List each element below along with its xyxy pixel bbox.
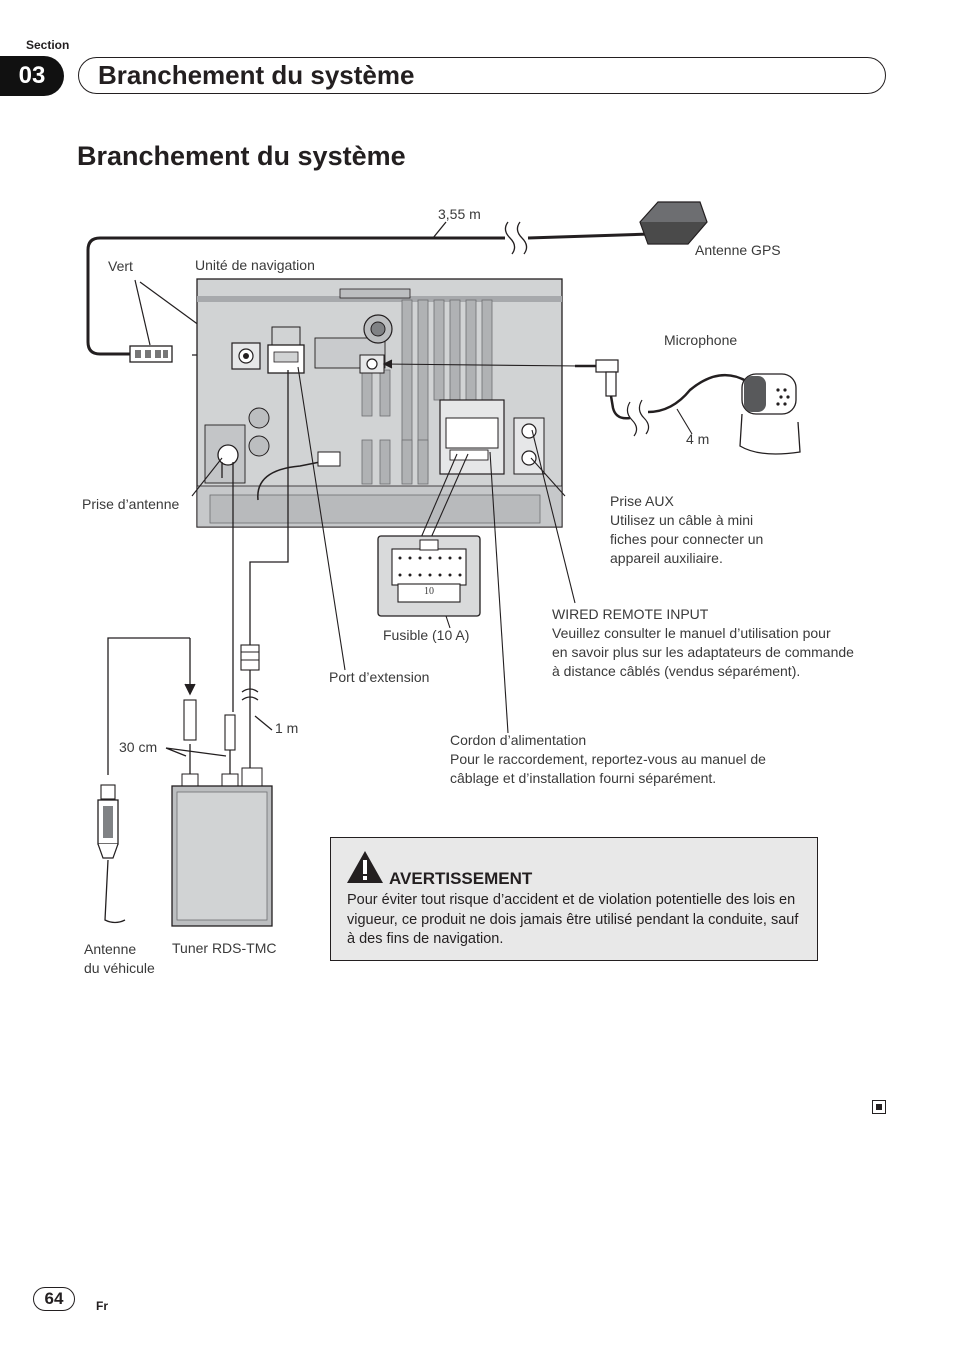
language-code: Fr xyxy=(96,1299,108,1313)
mic-cable-length-label: 4 m xyxy=(686,431,710,447)
power-cord-info: Cordon d’alimentation Pour le raccordeme… xyxy=(450,731,766,788)
navigation-unit-rear xyxy=(196,278,563,528)
power-cord-line: câblage et d’installation fourni séparém… xyxy=(450,770,717,786)
green-connector-icon xyxy=(129,345,173,363)
power-cord-title: Cordon d’alimentation xyxy=(450,732,587,748)
microphone-icon xyxy=(575,359,801,455)
warning-box xyxy=(330,837,818,961)
page-number: 64 xyxy=(33,1287,75,1311)
end-of-section-icon xyxy=(872,1100,886,1114)
vehicle-antenna-label: Antenne du véhicule xyxy=(84,940,155,978)
tuner-cable-length-label: 1 m xyxy=(275,720,299,736)
warning-triangle-icon xyxy=(347,851,383,883)
expansion-port-label: Port d’extension xyxy=(329,669,430,685)
gps-cable-length-label: 3,55 m xyxy=(438,206,481,222)
cable-30cm-label: 30 cm xyxy=(119,739,158,755)
section-number-badge: 03 xyxy=(0,56,64,96)
aux-jack-line: appareil auxiliaire. xyxy=(610,550,723,566)
wired-remote-line: en savoir plus sur les adaptateurs de co… xyxy=(552,644,854,660)
vehicle-antenna-line: Antenne xyxy=(84,941,137,957)
fuse-label: Fusible (10 A) xyxy=(383,627,470,643)
aux-jack-line: fiches pour connecter un xyxy=(610,531,764,547)
power-cord-line: Pour le raccordement, reportez-vous au m… xyxy=(450,751,766,767)
page-title: Branchement du système xyxy=(77,141,406,171)
green-label: Vert xyxy=(108,258,133,274)
wired-remote-info: WIRED REMOTE INPUT Veuillez consulter le… xyxy=(552,605,854,681)
section-title-bar xyxy=(78,57,886,94)
vehicle-antenna-line: du véhicule xyxy=(84,960,155,976)
section-label: Section xyxy=(26,38,70,52)
microphone-label: Microphone xyxy=(664,332,738,348)
section-title: Branchement du système xyxy=(98,60,415,90)
wired-remote-line: Veuillez consulter le manuel d’utilisati… xyxy=(552,625,831,641)
rds-tmc-tuner-box xyxy=(171,785,273,927)
gps-antenna-label: Antenne GPS xyxy=(695,242,781,258)
expansion-cable-plug xyxy=(240,644,260,671)
navigation-unit-label: Unité de navigation xyxy=(195,257,315,273)
rds-tmc-tuner-label: Tuner RDS-TMC xyxy=(172,940,277,956)
wired-remote-title: WIRED REMOTE INPUT xyxy=(552,606,709,622)
vehicle-antenna-plug xyxy=(97,784,119,859)
aux-jack-line: Utilisez un câble à mini xyxy=(610,512,754,528)
fuse-enlarged-view xyxy=(377,535,481,617)
fuse-number-label: 10 xyxy=(424,586,434,597)
wired-remote-line: à distance câblés (vendus séparément). xyxy=(552,663,801,679)
gps-antenna-icon xyxy=(639,201,708,245)
aux-jack-info: Prise AUX Utilisez un câble à mini fiche… xyxy=(610,492,763,568)
warning-text: Pour éviter tout risque d’accident et de… xyxy=(347,892,799,947)
warning-title: AVERTISSEMENT xyxy=(389,869,533,888)
antenna-jack-label: Prise d’antenne xyxy=(82,496,180,512)
aux-jack-title: Prise AUX xyxy=(610,493,674,509)
